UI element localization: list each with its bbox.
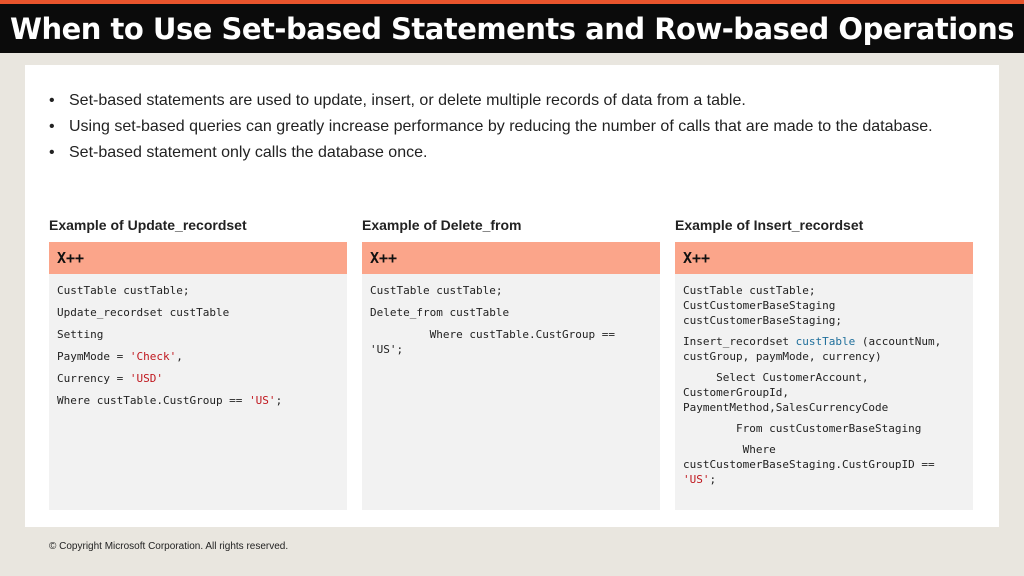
string-literal: 'USD' [129, 372, 163, 385]
type-name: custTable [795, 335, 856, 348]
code-text: ; [275, 394, 283, 407]
code-line: Where custTable.CustGroup == 'US'; [57, 393, 339, 408]
code-line: Setting [57, 328, 104, 341]
example-title: Example of Delete_from [362, 217, 522, 233]
code-line: Where custTable.CustGroup == 'US'; [370, 328, 622, 356]
example-update-recordset: Example of Update_recordset X++ CustTabl… [49, 216, 347, 510]
code-line: Select CustomerAccount, CustomerGroupId,… [683, 371, 889, 414]
bullet-item: Set-based statement only calls the datab… [49, 143, 949, 163]
code-text: PaymMode = [57, 350, 130, 363]
bullet-item: Set-based statements are used to update,… [49, 91, 949, 111]
copyright-footer: © Copyright Microsoft Corporation. All r… [49, 541, 289, 552]
code-text: Where custCustomerBaseStaging.CustGroupI… [683, 443, 942, 471]
code-line: From custCustomerBaseStaging [683, 422, 922, 435]
code-text: (accountNum, custGroup, paymMode, curren… [683, 335, 948, 363]
code-block: CustTable custTable; Delete_from custTab… [362, 274, 660, 510]
code-text: Where custTable.CustGroup == [57, 394, 250, 407]
code-line: Update_recordset custTable [57, 306, 230, 319]
bullet-item: Using set-based queries can greatly incr… [49, 117, 949, 137]
code-language-header: X++ [49, 242, 347, 274]
code-text: Insert_recordset [683, 335, 796, 348]
code-text: ; [709, 473, 717, 486]
slide-title: When to Use Set-based Statements and Row… [9, 11, 1015, 46]
top-accent-bar [0, 0, 1024, 4]
code-block: CustTable custTable; CustCustomerBaseSta… [675, 274, 973, 510]
example-delete-from: Example of Delete_from X++ CustTable cus… [362, 216, 660, 510]
code-text: Currency = [57, 372, 130, 385]
example-insert-recordset: Example of Insert_recordset X++ CustTabl… [675, 216, 973, 510]
code-text: , [176, 350, 183, 363]
bullet-list: Set-based statements are used to update,… [49, 91, 949, 169]
example-title: Example of Update_recordset [49, 217, 247, 233]
code-block: CustTable custTable; Update_recordset cu… [49, 274, 347, 510]
code-language-header: X++ [675, 242, 973, 274]
string-literal: 'US' [683, 473, 710, 486]
code-line: CustTable custTable; [370, 284, 503, 297]
string-literal: 'US' [249, 394, 276, 407]
example-title: Example of Insert_recordset [675, 217, 864, 233]
code-line: CustTable custTable; [57, 284, 190, 297]
code-line: Insert_recordset custTable (accountNum, … [683, 334, 965, 364]
code-line: Currency = 'USD' [57, 371, 339, 386]
code-line: PaymMode = 'Check', [57, 349, 339, 364]
code-line: CustTable custTable; CustCustomerBaseSta… [683, 284, 842, 327]
code-language-header: X++ [362, 242, 660, 274]
string-literal: 'Check' [129, 350, 177, 363]
code-line: Delete_from custTable [370, 306, 510, 319]
title-bar: When to Use Set-based Statements and Row… [0, 4, 1024, 53]
content-panel: Set-based statements are used to update,… [25, 65, 999, 527]
code-line: Where custCustomerBaseStaging.CustGroupI… [683, 442, 965, 487]
